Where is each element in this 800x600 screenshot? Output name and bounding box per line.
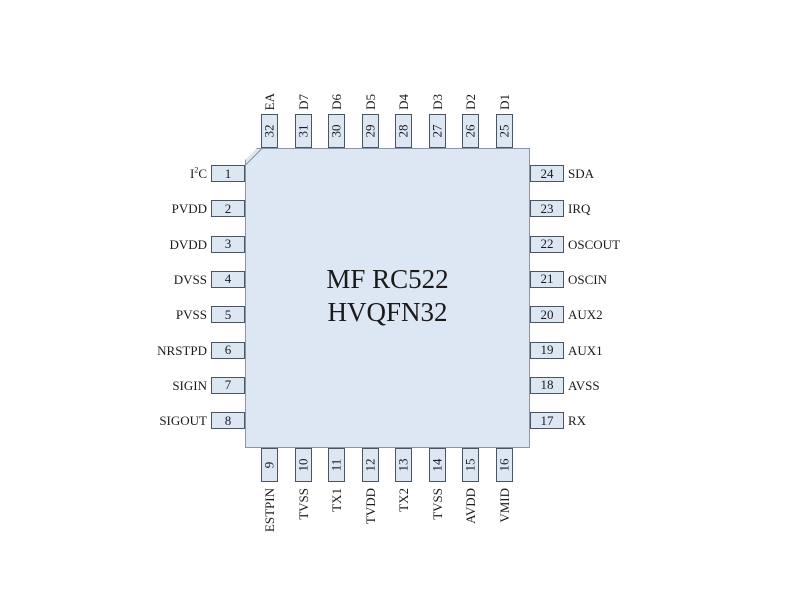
- pin-pad-17: 17: [530, 412, 564, 430]
- pin-pad-29: 29: [361, 114, 379, 148]
- pin-pad-2: 2: [211, 200, 245, 218]
- pin-label-14: TVSS: [429, 488, 445, 520]
- pin-label-28: D4: [396, 94, 411, 110]
- pin-pad-10: 10: [294, 448, 312, 482]
- pin-pad-14: 14: [428, 448, 446, 482]
- pin-label-17: RX: [568, 413, 587, 429]
- pin-pad-1: 1: [211, 165, 245, 182]
- pin-pad-11: 11: [328, 448, 345, 482]
- pin-label-9: ESTPIN: [262, 488, 277, 533]
- pin-label-26: D2: [463, 94, 478, 110]
- chip-package: HVQFN32: [327, 297, 448, 327]
- pin-pad-4: 4: [211, 270, 245, 288]
- pin-pad-18: 18: [530, 376, 564, 394]
- pin-label-3: DVDD: [169, 236, 207, 252]
- pin-pad-13: 13: [395, 448, 412, 482]
- pin-label-32: EA: [262, 92, 277, 110]
- pin-pad-23: 23: [530, 200, 564, 218]
- pin-label-1: I2C: [189, 165, 207, 181]
- pin-pad-8: 8: [211, 412, 245, 430]
- pin-label-24: SDA: [568, 166, 595, 181]
- pin-pad-3: 3: [211, 235, 245, 253]
- pin-pad-28: 28: [395, 114, 412, 148]
- pin-label-30: D6: [329, 94, 344, 110]
- pin-label-23: IRQ: [568, 201, 591, 217]
- pin-label-8: SIGOUT: [159, 413, 207, 429]
- pin-pad-6: 6: [211, 341, 245, 359]
- chip-part-number: MF RC522: [326, 264, 449, 294]
- pin-pad-16: 16: [495, 448, 513, 482]
- pin-pad-30: 30: [328, 114, 345, 148]
- pin-label-10: TVSS: [295, 488, 311, 520]
- pin-pad-22: 22: [530, 235, 564, 253]
- pin-pad-27: 27: [428, 114, 446, 148]
- pin-label-20: AUX2: [568, 307, 603, 323]
- pin-pad-19: 19: [530, 341, 564, 359]
- pin-label-19: AUX1: [568, 342, 603, 358]
- pin-pad-26: 26: [462, 114, 479, 148]
- pin-label-6: NRSTPD: [157, 342, 207, 358]
- chip-body: [245, 148, 530, 448]
- pin-pad-5: 5: [211, 306, 245, 324]
- pin-label-11: TX1: [329, 488, 344, 512]
- pin-label-13: TX2: [396, 488, 411, 512]
- pin-pad-32: 32: [261, 114, 278, 148]
- pin-label-5: PVSS: [175, 307, 207, 323]
- pin-pad-31: 31: [294, 114, 312, 148]
- pin-pad-15: 15: [462, 448, 479, 482]
- pin-pad-7: 7: [211, 376, 245, 394]
- chip-label: MF RC522 HVQFN32: [245, 263, 530, 329]
- pin-label-31: D7: [295, 94, 311, 110]
- pin-label-27: D3: [429, 94, 445, 110]
- pin-label-22: OSCOUT: [568, 236, 621, 252]
- pin-pad-25: 25: [495, 114, 513, 148]
- pin-label-15: AVDD: [463, 488, 478, 524]
- pin-label-4: DVSS: [173, 271, 207, 287]
- pin-pad-24: 24: [530, 165, 564, 182]
- pin-pad-9: 9: [261, 448, 278, 482]
- pin-label-7: SIGIN: [172, 377, 207, 393]
- pin-label-21: OSCIN: [568, 271, 608, 287]
- pin-label-16: VMID: [496, 488, 512, 523]
- pin-label-25: D1: [496, 94, 512, 110]
- pin-label-12: TVDD: [362, 488, 378, 525]
- pin-label-2: PVDD: [171, 201, 207, 217]
- pin-label-29: D5: [362, 94, 378, 110]
- pin-pad-20: 20: [530, 306, 564, 324]
- pin-pad-12: 12: [361, 448, 379, 482]
- pin-pad-21: 21: [530, 270, 564, 288]
- pin-label-18: AVSS: [568, 377, 600, 393]
